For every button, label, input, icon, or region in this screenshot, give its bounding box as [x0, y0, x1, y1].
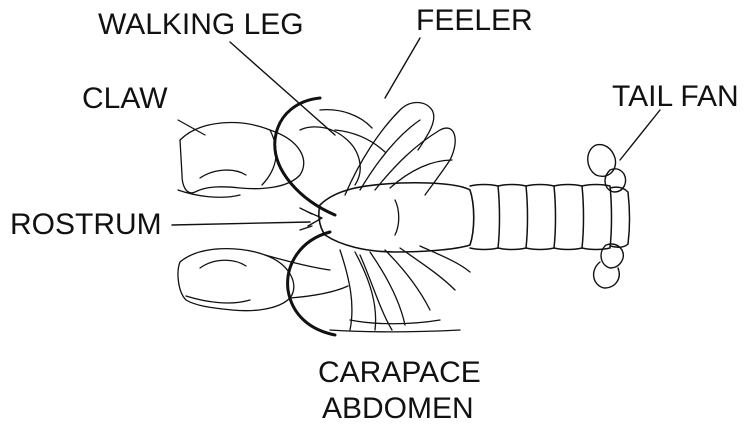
- carapace-groove: [395, 200, 399, 235]
- leader-feeler: [385, 38, 420, 98]
- upper-claw: [178, 123, 304, 198]
- abdomen-segments: [470, 185, 630, 250]
- label-abdomen: ABDOMEN: [322, 392, 474, 426]
- carapace-shell: [319, 183, 474, 252]
- leader-rostrum: [172, 222, 310, 225]
- label-walking-leg: WALKING LEG: [98, 8, 304, 42]
- feeler-antenna-upper: [275, 98, 335, 215]
- label-carapace: CARAPACE: [318, 356, 481, 390]
- label-feeler: FEELER: [416, 4, 533, 38]
- walking-legs-upper: [300, 103, 455, 196]
- tail-fan-lobes: [588, 145, 626, 288]
- lower-claw: [178, 249, 348, 311]
- feeler-antenna-lower: [288, 232, 335, 335]
- leader-tail-fan: [620, 110, 660, 160]
- label-tail-fan: TAIL FAN: [612, 80, 739, 114]
- label-claw: CLAW: [82, 82, 168, 116]
- label-rostrum: ROSTRUM: [10, 208, 162, 242]
- walking-legs-lower: [330, 246, 470, 332]
